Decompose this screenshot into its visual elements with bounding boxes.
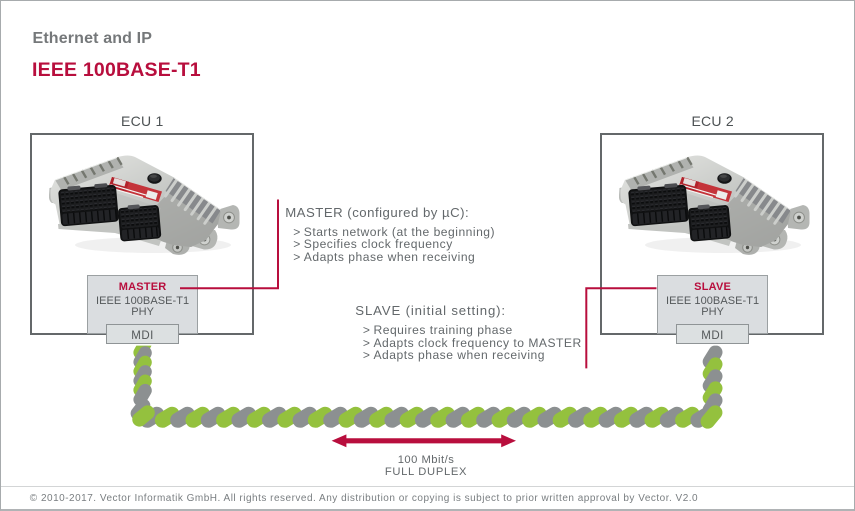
ecu1-role-label: MASTER <box>118 281 167 294</box>
master-note-title: MASTER (configured by µC): <box>285 205 470 221</box>
link-speed-label: 100 Mbit/s <box>397 453 455 466</box>
bullet-marker: > <box>362 323 370 338</box>
footer-copyright: © 2010-2017. Vector Informatik GmbH. All… <box>29 492 699 504</box>
master-note-bullet-3: >Adapts phase when receiving <box>293 249 476 264</box>
ecu2-phy-line2: PHY <box>701 305 724 318</box>
page-title: IEEE 100BASE-T1 <box>32 58 201 81</box>
ecu1-phy-line2: PHY <box>131 305 154 318</box>
bullet-marker: > <box>293 237 301 252</box>
ecu2-label: ECU 2 <box>691 112 734 129</box>
ecu2-phy-line1: IEEE 100BASE-T1 <box>666 294 760 307</box>
ecu2-mdi-box <box>675 324 749 344</box>
ecu1-mdi-box <box>105 324 179 344</box>
bullet-marker: > <box>362 347 370 362</box>
link-duplex-label: FULL DUPLEX <box>384 465 468 478</box>
bullet-marker: > <box>293 224 301 239</box>
bullet-marker: > <box>293 249 301 264</box>
ecu1-mdi-label: MDI <box>131 330 154 343</box>
footer-divider <box>1 486 854 487</box>
ecu1-label: ECU 1 <box>121 112 164 129</box>
master-note-bullet-1: >Starts network (at the beginning) <box>293 224 496 239</box>
category-heading: Ethernet and IP <box>32 29 153 47</box>
slave-note-bullet-2: >Adapts clock frequency to MASTER <box>362 335 582 350</box>
master-note-bullet-2: >Specifies clock frequency <box>293 237 453 252</box>
ecu2-role-label: SLAVE <box>694 281 732 294</box>
slave-note-title: SLAVE (initial setting): <box>355 303 506 319</box>
slave-note-bullet-3: >Adapts phase when receiving <box>362 347 545 362</box>
ecu2-mdi-label: MDI <box>701 330 724 343</box>
ecu1-phy-line1: IEEE 100BASE-T1 <box>96 294 190 307</box>
bullet-marker: > <box>362 335 370 350</box>
slave-note-bullet-1: >Requires training phase <box>362 323 513 338</box>
